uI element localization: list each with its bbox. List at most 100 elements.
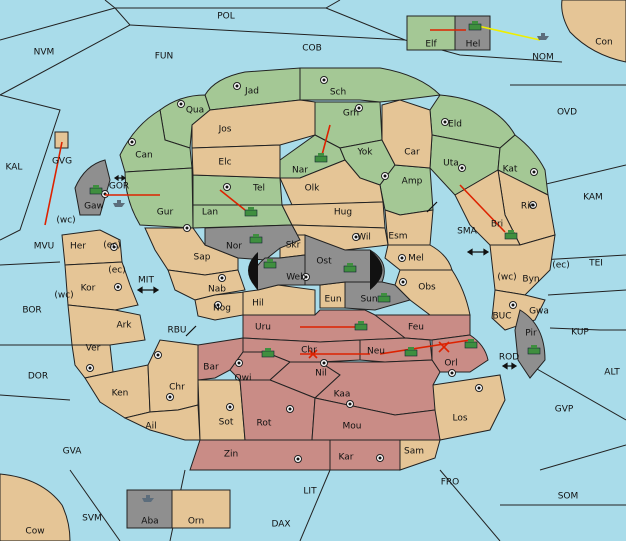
army-unit[interactable] [404, 347, 418, 357]
coast-wc-gaw: (wc) [56, 216, 75, 226]
army-unit[interactable] [249, 234, 263, 244]
sea-NOM: NOM [532, 53, 554, 63]
label-Tel: Tel [252, 184, 265, 194]
sea-SOM: SOM [558, 492, 579, 502]
army-unit[interactable] [314, 153, 328, 163]
label-Nab: Nab [208, 285, 226, 295]
land-Cow[interactable] [0, 473, 71, 541]
sea-GOR: GOR [109, 182, 129, 192]
label-Orn: Orn [188, 517, 204, 527]
sea-MIT: MIT [138, 276, 154, 286]
land-Qua[interactable] [159, 94, 211, 149]
land-Sun[interactable] [344, 281, 411, 311]
fleet-unit[interactable] [142, 495, 154, 502]
sea-COB: COB [302, 44, 322, 54]
label-Sun: Sun [360, 295, 377, 305]
label-Aba: Aba [141, 517, 158, 527]
fleet-unit[interactable] [113, 200, 125, 207]
label-Bar: Bar [203, 363, 219, 373]
army-unit[interactable] [527, 345, 541, 355]
army-unit[interactable] [504, 230, 518, 240]
land-Kaa[interactable] [313, 359, 441, 416]
label-Ken: Ken [112, 389, 129, 399]
label-Kor: Kor [81, 284, 96, 294]
sea-OVD: OVD [557, 108, 577, 118]
land-Zin[interactable] [189, 439, 331, 471]
sea-KAM: KAM [583, 193, 603, 203]
label-Elc: Elc [218, 158, 231, 168]
army-unit[interactable] [244, 207, 258, 217]
label-Orl: Orl [444, 359, 457, 369]
land-Elc[interactable] [191, 144, 281, 179]
land-Car[interactable] [381, 99, 433, 169]
land-Chr[interactable] [147, 339, 199, 413]
label-Gaw: Gaw [84, 202, 104, 212]
land-Pir[interactable] [514, 309, 546, 379]
sea-MVU: MVU [34, 242, 55, 252]
label-Nil: Nil [315, 369, 327, 379]
land-Tel[interactable] [192, 174, 283, 206]
army-unit[interactable] [468, 21, 482, 31]
label-Ail: Ail [145, 422, 156, 432]
army-unit[interactable] [89, 185, 103, 195]
coast-ec-byn: (ec) [552, 261, 570, 271]
label-Can: Can [135, 151, 153, 161]
land-Kat[interactable] [497, 134, 549, 196]
label-Kaa: Kaa [334, 390, 351, 400]
army-unit[interactable] [343, 263, 357, 273]
label-Sot: Sot [219, 418, 234, 428]
land-Sot[interactable] [197, 379, 246, 441]
fleet-unit[interactable] [537, 33, 549, 40]
land-Her[interactable] [61, 229, 123, 266]
land-Aba[interactable] [126, 489, 173, 529]
army-unit[interactable] [354, 321, 368, 331]
black-lake-left [248, 252, 258, 290]
sea-labels: POL NVM FUN COB Con NOM OVD KAL KAM SMA … [6, 12, 621, 537]
label-Nog: Nog [213, 304, 231, 314]
sea-RBU: RBU [167, 326, 186, 336]
sea-DAX: DAX [271, 520, 290, 530]
land-GVG[interactable] [54, 131, 69, 149]
label-Sch: Sch [330, 88, 346, 98]
order-arrows [44, 29, 506, 355]
label-Wil: Wil [357, 233, 371, 243]
army-unit[interactable] [263, 259, 277, 269]
army-unit[interactable] [261, 348, 275, 358]
sea-SMA: SMA [457, 227, 477, 237]
support-order [477, 25, 541, 41]
label-Chf: Chr [301, 346, 317, 356]
army-unit[interactable] [377, 293, 391, 303]
tan-territories [54, 99, 556, 529]
sea-KUP: KUP [571, 328, 589, 338]
label-Car: Car [404, 148, 420, 158]
label-Obs: Obs [418, 283, 436, 293]
label-Neu: Neu [367, 347, 385, 357]
label-Mel: Mel [408, 254, 424, 264]
land-Con[interactable] [561, 0, 626, 63]
label-Hug: Hug [334, 208, 352, 218]
label-Amp: Amp [402, 177, 423, 187]
label-Ark: Ark [116, 321, 132, 331]
army-unit[interactable] [464, 339, 478, 349]
label-Ost: Ost [316, 257, 332, 267]
land-Gaw[interactable] [74, 159, 111, 216]
passage-arrows [113, 174, 518, 370]
coast-wc-kor: (wc) [54, 291, 73, 301]
land-Obs[interactable] [394, 269, 471, 316]
sea-GVA: GVA [63, 447, 83, 457]
label-Qwi: Qwi [235, 374, 252, 384]
label-Sap: Sap [194, 253, 211, 263]
land-Ost[interactable] [304, 234, 385, 286]
land-Esm[interactable] [384, 209, 434, 246]
failed-order-marks [308, 341, 450, 359]
land-Can[interactable] [119, 109, 193, 173]
sea-ROD: ROD [499, 353, 519, 363]
label-Los: Los [452, 414, 467, 424]
land-Kar[interactable] [329, 439, 401, 471]
sea-POL: POL [217, 12, 235, 22]
label-Skr: Skr [286, 241, 301, 251]
label-Uta: Uta [443, 159, 459, 169]
sea-Cow: Cow [25, 527, 44, 537]
